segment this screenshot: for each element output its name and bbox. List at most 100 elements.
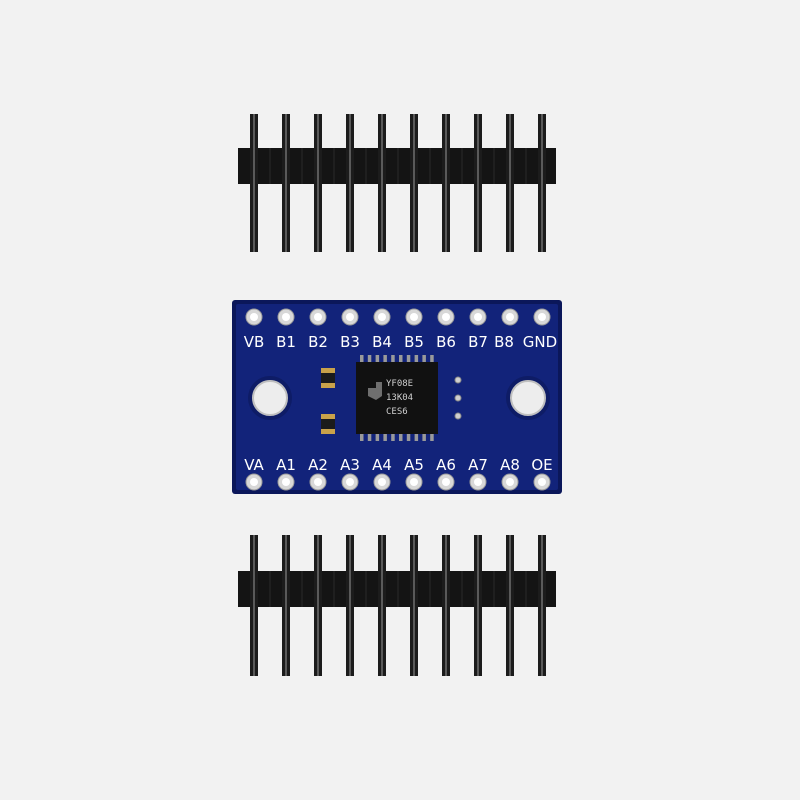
- top-pad-hole: [538, 313, 546, 321]
- bottom-header-pin-highlight: [381, 535, 383, 676]
- bottom-header-pin-highlight: [509, 535, 511, 676]
- top-header-pin-highlight: [445, 114, 447, 252]
- label-top-5: B4: [372, 333, 392, 351]
- top-chip-leg: [422, 355, 426, 362]
- bottom-pad-hole: [282, 478, 290, 486]
- label-bottom-7: A6: [436, 456, 456, 474]
- top-header-pin-highlight: [413, 114, 415, 252]
- label-bottom-8: A7: [468, 456, 488, 474]
- ic-chip-body: [356, 362, 438, 434]
- top-header-pin-highlight: [509, 114, 511, 252]
- top-header-pin-highlight: [349, 114, 351, 252]
- bottom-header-pin-highlight: [253, 535, 255, 676]
- top-chip-leg: [367, 355, 372, 362]
- smd-capacitor-bottom: [321, 414, 335, 434]
- bottom-chip-leg: [367, 434, 372, 441]
- bottom-chip-leg: [383, 434, 387, 441]
- label-bottom-9: A8: [500, 456, 520, 474]
- top-chip-leg: [375, 355, 380, 362]
- bottom-pad-hole: [346, 478, 354, 486]
- top-header-pin-highlight: [317, 114, 319, 252]
- ic-chip-legs-top: [360, 355, 434, 362]
- top-chip-leg: [414, 355, 419, 362]
- bottom-chip-leg: [360, 434, 364, 441]
- top-chip-leg: [399, 355, 403, 362]
- bottom-header-pin-highlight: [445, 535, 447, 676]
- label-top-6: B5: [404, 333, 424, 351]
- top-pad-hole: [314, 313, 322, 321]
- label-top-1: VB: [244, 333, 265, 351]
- bottom-pad-hole: [474, 478, 482, 486]
- bottom-header-plastic-body: [238, 571, 556, 607]
- top-header-pin-highlight: [253, 114, 255, 252]
- top-chip-leg: [383, 355, 387, 362]
- bottom-header-pin-highlight: [413, 535, 415, 676]
- bottom-pad-hole: [538, 478, 546, 486]
- label-bottom-4: A3: [340, 456, 360, 474]
- bottom-chip-leg: [391, 434, 395, 441]
- label-top-4: B3: [340, 333, 360, 351]
- top-pad-hole: [474, 313, 482, 321]
- label-top-10: GND: [523, 333, 557, 351]
- top-chip-leg: [406, 355, 411, 362]
- label-top-2: B1: [276, 333, 296, 351]
- top-pad-hole: [250, 313, 258, 321]
- top-header-pin-highlight: [477, 114, 479, 252]
- label-bottom-5: A4: [372, 456, 392, 474]
- top-chip-leg: [360, 355, 364, 362]
- bottom-pad-hole: [378, 478, 386, 486]
- label-bottom-1: VA: [244, 456, 264, 474]
- chip-marking-line-2: 13K04: [386, 393, 413, 403]
- bottom-pad-hole: [250, 478, 258, 486]
- bottom-chip-leg: [414, 434, 419, 441]
- bottom-pad-hole: [506, 478, 514, 486]
- bottom-header-pin-highlight: [349, 535, 351, 676]
- ic-chip: YF08E 13K04 CES6: [356, 355, 438, 441]
- label-top-8: B7: [468, 333, 488, 351]
- chip-marking-line-1: YF08E: [386, 379, 413, 389]
- top-pad-hole: [506, 313, 514, 321]
- pcb-board: YF08E 13K04 CES6 VB B1 B2 B3 B4 B5 B6 B7…: [232, 300, 562, 494]
- top-pad-hole: [346, 313, 354, 321]
- pin-header-top: [238, 114, 556, 252]
- ic-chip-legs-bottom: [360, 434, 434, 441]
- top-pad-hole: [378, 313, 386, 321]
- top-header-pin-highlight: [541, 114, 543, 252]
- top-header-plastic-body: [238, 148, 556, 184]
- pin-header-bottom: [238, 535, 556, 676]
- bottom-chip-leg: [430, 434, 434, 441]
- mounting-hole-left: [252, 380, 288, 416]
- bottom-header-pin-highlight: [541, 535, 543, 676]
- bottom-chip-leg: [422, 434, 426, 441]
- bottom-chip-leg: [375, 434, 380, 441]
- chip-marking-line-3: CES6: [386, 407, 408, 417]
- bottom-header-pin-highlight: [477, 535, 479, 676]
- pad-row-bottom: [245, 473, 551, 491]
- bottom-pad-hole: [314, 478, 322, 486]
- label-top-3: B2: [308, 333, 328, 351]
- smd-capacitor-top: [321, 368, 335, 388]
- vias: [454, 376, 462, 420]
- top-chip-leg: [430, 355, 434, 362]
- label-top-9: B8: [494, 333, 514, 351]
- label-top-7: B6: [436, 333, 456, 351]
- label-bottom-3: A2: [308, 456, 328, 474]
- bottom-pad-hole: [410, 478, 418, 486]
- top-pad-hole: [410, 313, 418, 321]
- label-bottom-10: OE: [531, 456, 552, 474]
- top-pad-hole: [282, 313, 290, 321]
- bottom-header-pin-highlight: [317, 535, 319, 676]
- mounting-hole-right: [510, 380, 546, 416]
- top-pad-hole: [442, 313, 450, 321]
- bottom-chip-leg: [406, 434, 411, 441]
- bottom-chip-leg: [399, 434, 403, 441]
- ti-logo-icon: [368, 382, 382, 400]
- top-header-pin-highlight: [285, 114, 287, 252]
- bottom-header-pin-highlight: [285, 535, 287, 676]
- label-bottom-6: A5: [404, 456, 424, 474]
- bottom-pad-hole: [442, 478, 450, 486]
- pad-row-top: [245, 308, 551, 326]
- label-bottom-2: A1: [276, 456, 296, 474]
- top-chip-leg: [391, 355, 395, 362]
